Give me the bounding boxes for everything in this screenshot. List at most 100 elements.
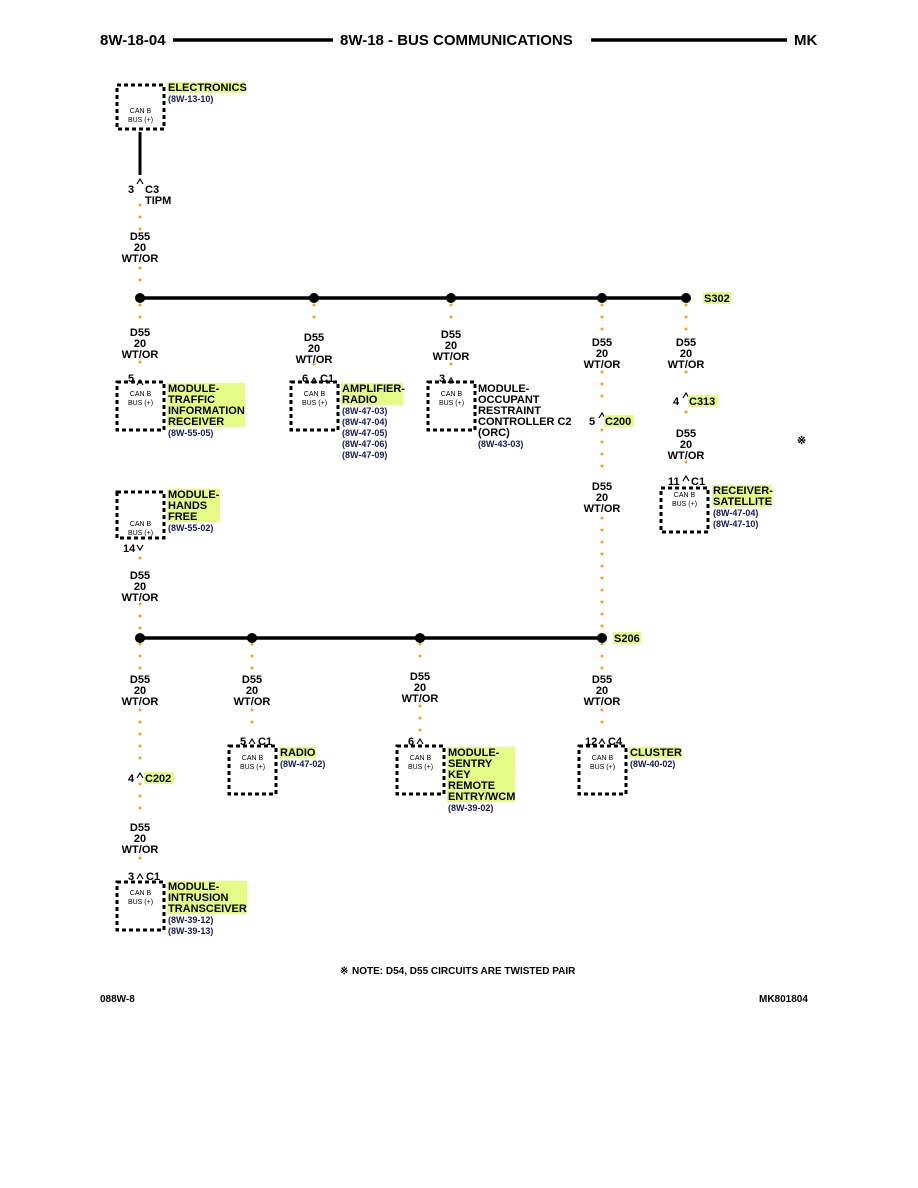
wire-gauge: 20 [134,833,146,845]
wire-gauge: 20 [414,682,426,694]
wire-color: WT/OR [122,349,159,361]
module-name-line: RADIO [342,394,378,406]
reference-link: (8W-43-03) [478,439,523,449]
pin-number: 12 [585,736,597,748]
module-radio: 5 C1 CAN B BUS (+) RADIO (8W-47-02) [240,736,325,771]
box-text-1: CAN B [130,890,152,897]
wire-label-cluster: D55 20 WT/OR [584,674,621,708]
wire-label-radio: D55 20 WT/OR [234,674,271,708]
label-highlight [167,489,220,522]
box-text-2: BUS (+) [590,764,615,771]
wire-color: WT/OR [296,354,333,366]
c200-pin: 5 [589,416,595,428]
c3-pin: 3 [128,184,134,196]
module-intrusion-transceiver: 3 C1 CAN B BUS (+) MODULE- INTRUSION TRA… [128,871,247,936]
c200-connector: C200 [605,416,631,428]
reference-link: (8W-47-04) [713,508,758,518]
box-text-2: BUS (+) [439,400,464,407]
reference-link: (8W-47-09) [342,450,387,460]
connector-name: C1 [691,476,705,488]
c202-pin: 4 [128,773,135,785]
wire-color: WT/OR [234,696,271,708]
module-name-line: MODULE- [168,489,220,501]
reference-link: (8W-39-02) [448,803,493,813]
connector-name: C1 [258,736,272,748]
module-boxes [115,83,710,932]
module-name-line: RESTRAINT [478,405,541,417]
reference-link: (8W-39-13) [168,926,213,936]
module-receiver-satellite: 11 C1 CAN B BUS (+) RECEIVER- SATELLITE … [668,476,773,529]
wire-color: WT/OR [668,450,705,462]
box-text-2: BUS (+) [128,899,153,906]
module-name-line: RECEIVER- [713,485,773,497]
wire-label-handsfree: D55 20 WT/OR [122,570,159,604]
wire-label-c313-lower: D55 20 WT/OR [668,428,705,462]
wire-code: D55 [410,671,430,683]
module-name-line: AMPLIFIER- [342,383,405,395]
wire-code: D55 [130,327,150,339]
wire-label-c200-upper: D55 20 WT/OR [584,337,621,371]
module-name-line: TRANSCEIVER [168,903,247,915]
wire-gauge: 20 [596,492,608,504]
c3-connector: C3 [145,184,159,196]
wire-gauge: 20 [134,581,146,593]
box-text-1: CAN B [130,391,152,398]
c313-highlight [688,395,718,407]
c202-connector: C202 [145,773,171,785]
c313-pin: 4 [673,396,680,408]
wire-code: D55 [130,570,150,582]
wire-label-orc: D55 20 WT/OR [433,329,470,363]
pin-number: 11 [668,476,680,488]
module-name-line: INTRUSION [168,892,229,904]
box-text-2: BUS (+) [408,764,433,771]
wire-color: WT/OR [122,253,159,265]
box-text-2: BUS (+) [128,117,153,124]
c313-connector: C313 [689,396,715,408]
pin-number: 5 [128,373,134,385]
wire-code: D55 [676,428,696,440]
wire-code: D55 [130,674,150,686]
box-text-1: CAN B [410,755,432,762]
connector-name: C1 [146,871,160,883]
footer-left: 088W-8 [100,994,135,1005]
wire-gauge: 20 [308,343,320,355]
header-title: 8W-18 - BUS COMMUNICATIONS [340,32,573,49]
wire-gauge: 20 [596,348,608,360]
module-name-line: (ORC) [478,427,510,439]
header-left: 8W-18-04 [100,32,166,49]
reference-link: (8W-47-10) [713,519,758,529]
c202-highlight [144,772,174,784]
reference-link: (8W-40-02) [630,759,675,769]
module-name-line: TRAFFIC [168,394,215,406]
twisted-pair-marker: ※ [797,435,806,447]
wire-gauge: 20 [596,685,608,697]
wire-color: WT/OR [122,592,159,604]
connector-name: C4 [608,736,623,748]
module-name-line: CLUSTER [630,747,682,759]
box-text-2: BUS (+) [302,400,327,407]
box-text-1: CAN B [592,755,614,762]
box-text-2: BUS (+) [672,501,697,508]
module-name-line: SENTRY [448,758,493,770]
label-highlight [712,485,772,507]
label-highlight [341,383,403,405]
connector-name: C1 [320,373,334,385]
wire-code: D55 [592,674,612,686]
wire-code: D55 [676,337,696,349]
wire-color: WT/OR [122,844,159,856]
s206-highlight [613,632,641,644]
module-name-line: REMOTE [448,780,495,792]
c200-highlight [604,415,634,427]
module-name-line: RADIO [280,747,316,759]
wire-color: WT/OR [668,359,705,371]
wire-label-sentry: D55 20 WT/OR [402,671,439,705]
wire-color: WT/OR [122,696,159,708]
box-text-1: CAN B [242,755,264,762]
label-highlight [629,747,682,758]
wire-code: D55 [304,332,324,344]
splice-s302: S302 [704,293,730,305]
module-name-line: ELECTRONICS [168,82,247,94]
wire-label-c313-upper: D55 20 WT/OR [668,337,705,371]
pin-number: 3 [128,871,134,883]
